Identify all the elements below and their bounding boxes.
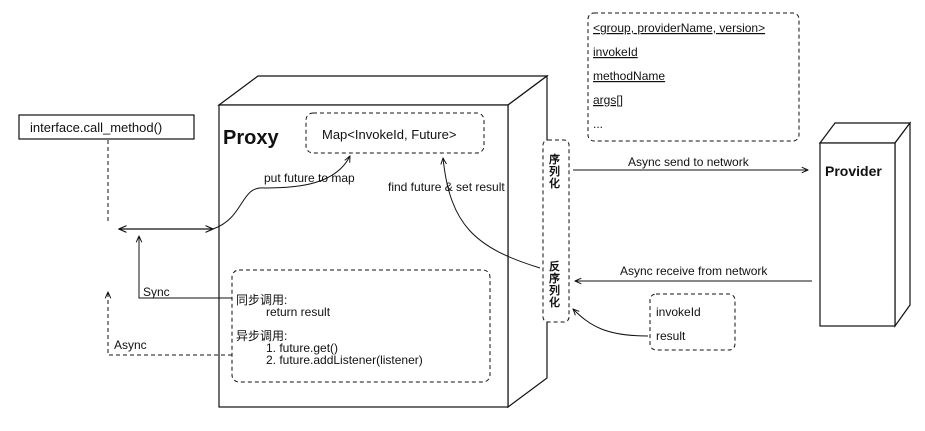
serialization-strip (542, 139, 570, 323)
request-field: methodName (593, 69, 665, 83)
deserialize-char: 反 (549, 259, 560, 273)
request-field: <group, providerName, version> (593, 21, 765, 35)
request-field: ... (593, 117, 603, 131)
request-field: invokeId (593, 45, 638, 59)
async-label: Async (114, 338, 147, 352)
send-label: Async send to network (628, 155, 750, 169)
request-fields: <group, providerName, version> invokeId … (593, 21, 765, 131)
response-fields-box (649, 293, 736, 351)
sync-return-arrow (139, 236, 232, 299)
sync-call-line: return result (266, 305, 331, 319)
find-future-arrow (443, 158, 541, 269)
caller-label: interface.call_method() (30, 120, 162, 135)
request-field: args[] (593, 93, 623, 107)
response-field: invokeId (656, 305, 701, 319)
sync-label: Sync (143, 285, 170, 299)
put-future-label: put future to map (264, 171, 355, 185)
deserialize-char: 序 (549, 271, 560, 285)
request-fields-box (587, 12, 800, 142)
receive-label: Async receive from network (620, 264, 768, 278)
serialize-label: 序 列 化 (549, 152, 560, 190)
call-modes-box (231, 269, 491, 383)
future-map-label: Map<InvokeId, Future> (322, 127, 456, 142)
async-step-2: 2. future.addListener(listener) (266, 353, 423, 367)
serialize-char: 列 (549, 164, 560, 178)
proxy-title: Proxy (223, 127, 279, 149)
async-step-1: 1. future.get() (266, 341, 338, 355)
response-arrow (573, 309, 649, 337)
find-future-label: find future & set result (388, 180, 505, 194)
put-future-arrow (212, 156, 350, 230)
deserialize-char: 化 (549, 295, 560, 309)
serialize-char: 序 (549, 152, 560, 166)
async-call-title: 异步调用: (236, 329, 287, 343)
deserialize-char: 列 (549, 283, 560, 297)
response-field: result (656, 329, 686, 343)
provider-box (818, 121, 912, 328)
provider-title: Provider (825, 163, 882, 179)
sync-call-title: 同步调用: (236, 293, 287, 307)
caller-box (18, 114, 195, 140)
deserialize-label: 反 序 列 化 (549, 259, 560, 309)
serialize-char: 化 (549, 176, 560, 190)
future-map-box (305, 112, 485, 154)
